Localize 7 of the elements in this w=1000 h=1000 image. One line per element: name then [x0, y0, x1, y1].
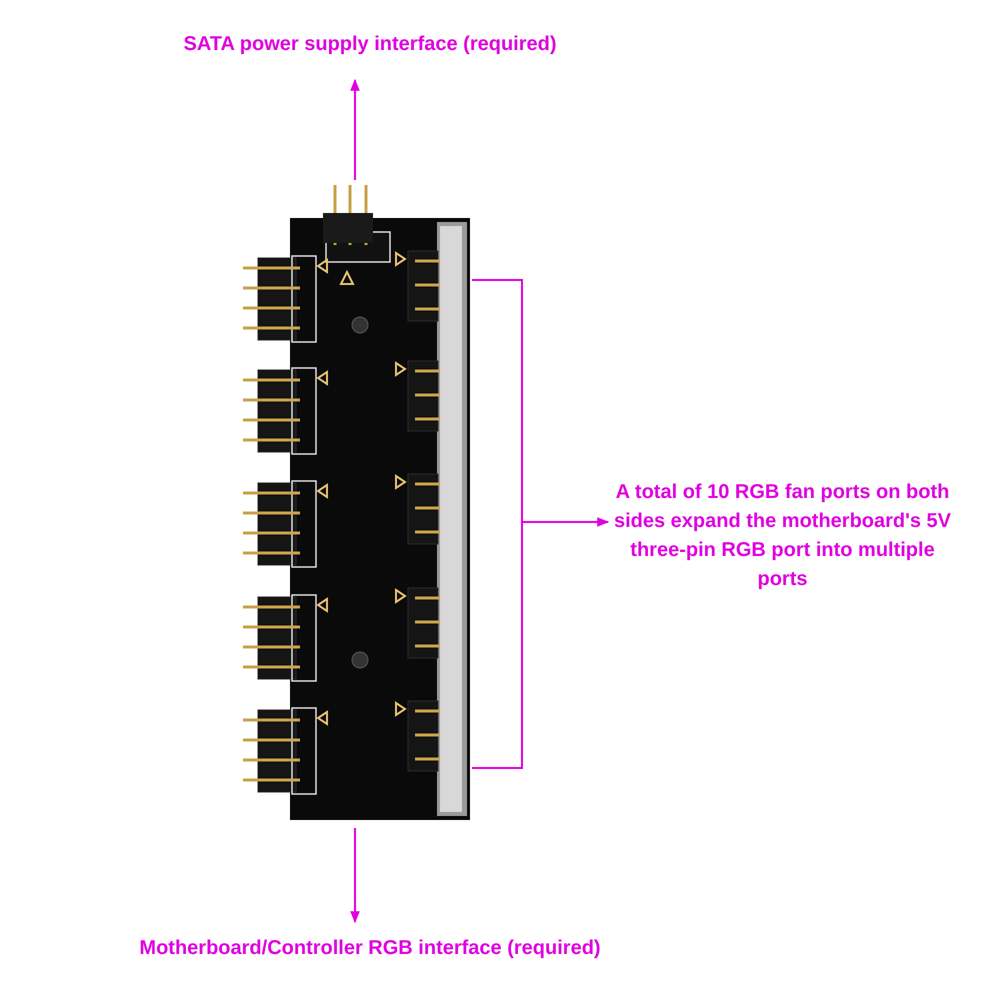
rgb-hub-board-drawing: [243, 185, 470, 820]
callout-text: A total of 10 RGB fan ports on both sides expand the motherboard's 5V three-pin RGB port into multiple ports: [610, 478, 955, 594]
arrow: [350, 78, 360, 180]
callout-text: SATA power supply interface (required): [120, 30, 620, 59]
arrow: [471, 279, 610, 769]
arrow: [350, 828, 360, 924]
callout-text: Motherboard/Controller RGB interface (required): [80, 934, 660, 963]
